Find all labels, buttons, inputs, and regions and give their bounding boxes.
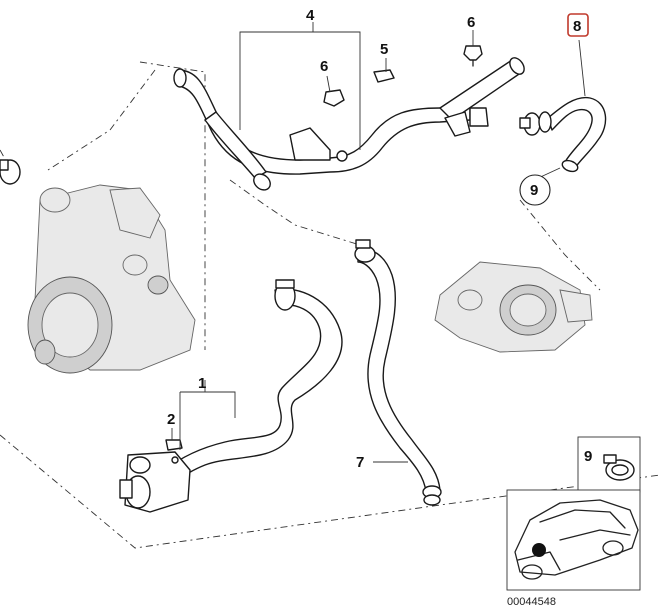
callout-labels: 4 5 6 6 8 9 1 2 7 [167,7,589,471]
location-marker-icon [532,543,546,557]
callout-7: 7 [356,454,364,471]
hose-1-top-clamp-icon [274,279,296,311]
upper-hose-assembly [173,57,525,191]
hose-clamp-inset-icon [603,454,635,481]
callout-5: 5 [380,41,388,58]
callout-6-top: 6 [467,14,475,31]
screw-part-2 [165,439,183,464]
callout-2: 2 [167,411,175,428]
left-water-pump [0,159,196,374]
hose-1 [119,279,343,513]
inset-callout-9: 9 [584,448,592,465]
bolt-part-6-top [463,45,483,67]
inset-vehicle-locator [506,489,641,591]
hose-7 [354,239,442,506]
hose-clamp-icon [519,111,552,136]
right-thermostat-housing [434,261,593,353]
inset-part-9: 9 [577,436,641,493]
document-id: 00044548 [507,596,556,608]
car-outline-icon [514,499,639,580]
left-hose-clamp-icon [0,159,21,185]
callout-9-circle [519,174,551,206]
callout-8: 8 [573,18,581,35]
bolt-part-5 [373,69,395,83]
callout-9: 9 [530,182,538,199]
leader-lines [171,22,586,463]
hose-8 [519,96,607,173]
bolt-part-6-left [323,89,345,107]
callout-1: 1 [198,375,206,392]
callout-4: 4 [306,7,315,24]
callout-6-left: 6 [320,58,328,75]
hose-7-clamp-icon [354,239,376,263]
callout-8-highlight [567,13,589,37]
